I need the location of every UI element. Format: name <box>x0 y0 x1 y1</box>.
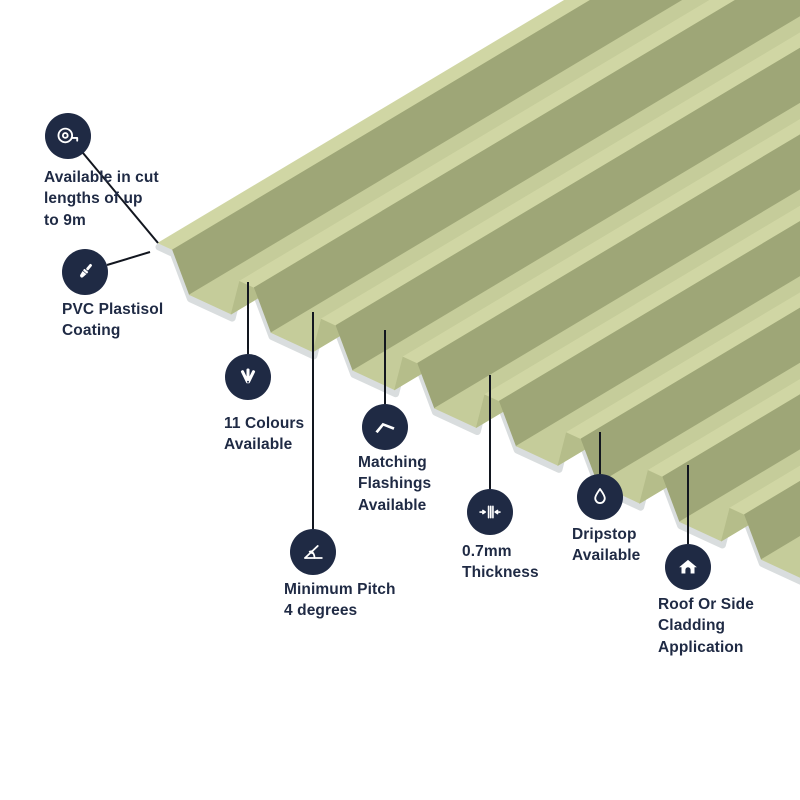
feature-label-cladding: Roof Or Side Cladding Application <box>658 596 754 656</box>
feature-badge-colours <box>225 354 271 400</box>
house-icon <box>679 559 697 574</box>
feature-label-coating: PVC Plastisol Coating <box>62 301 164 340</box>
pitch-angle-icon <box>304 545 323 559</box>
feature-label-cut-lengths: Available in cut lengths of up to 9m <box>44 169 159 229</box>
colour-swatch-icon <box>240 368 256 384</box>
feature-badge-cut-lengths <box>45 113 91 159</box>
thickness-icon <box>479 505 501 519</box>
feature-label-thickness: 0.7mm Thickness <box>462 543 539 582</box>
feature-badge-flashings <box>362 404 408 450</box>
flashing-icon <box>375 422 395 434</box>
feature-label-flashings: Matching Flashings Available <box>358 454 432 514</box>
feature-label-pitch: Minimum Pitch 4 degrees <box>284 581 396 620</box>
feature-label-dripstop: Dripstop Available <box>572 526 641 565</box>
box-profile-sheet-illustration <box>155 0 800 585</box>
feature-badge-thickness <box>467 489 513 535</box>
feature-label-colours: 11 Colours Available <box>224 415 305 454</box>
paint-brush-icon <box>80 263 92 278</box>
tape-measure-icon <box>57 127 79 144</box>
connector-line-coating <box>106 251 151 266</box>
feature-badge-coating <box>62 249 108 295</box>
feature-badge-pitch <box>290 529 336 575</box>
feature-badge-dripstop <box>577 474 623 520</box>
droplet-icon <box>594 488 606 504</box>
connector-line-cut-lengths <box>82 152 159 244</box>
feature-badge-cladding <box>665 544 711 590</box>
